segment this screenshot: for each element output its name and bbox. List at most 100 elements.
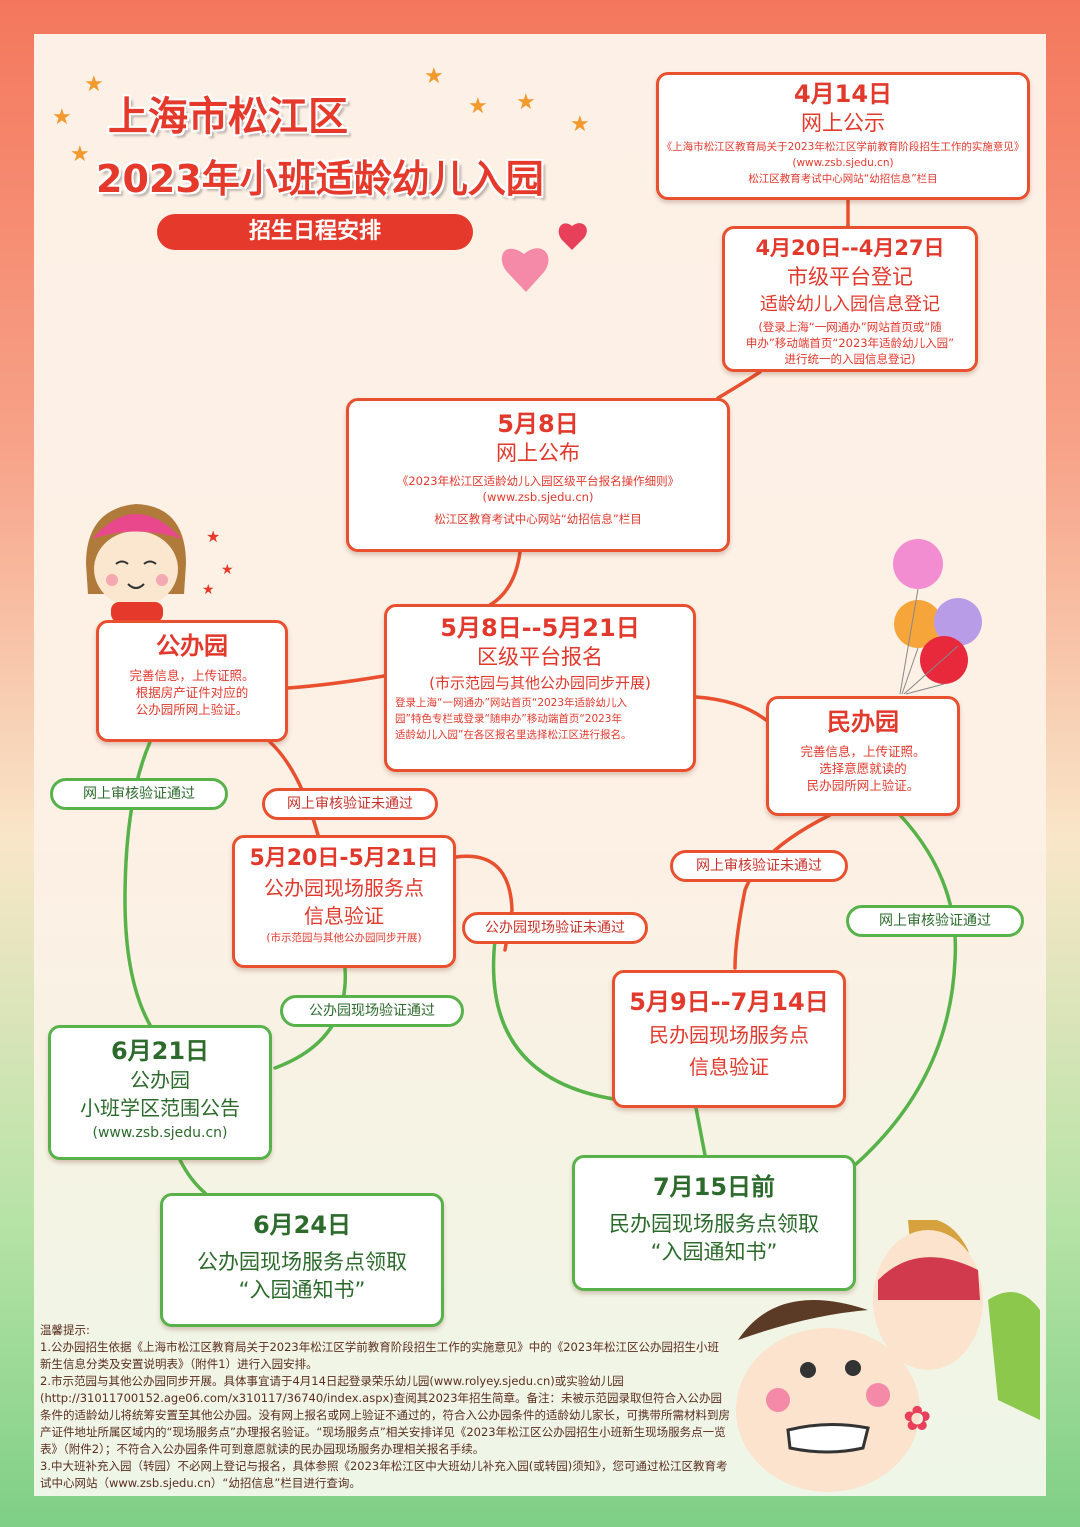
node-jun21-date: 6月21日 (110, 1037, 210, 1065)
star-icon: ★ (516, 90, 536, 115)
node-public-line1: 完善信息，上传证照。 (129, 668, 255, 683)
node-apr20-line3: 进行统一的入园信息登记) (784, 352, 916, 366)
node-apr14: 4月14日 网上公示 《上海市松江区教育局关于2023年松江区学前教育阶段招生工… (656, 72, 1030, 200)
node-apr20-subtitle: 适龄幼儿入园信息登记 (760, 294, 940, 315)
node-private-title: 民办园 (827, 708, 899, 736)
connector-jun21-jun24 (178, 1158, 207, 1195)
notes-item-3: 3.中大班补充入园（转园）不必网上登记与报名，具体参照《2023年松江区中大班幼… (40, 1459, 728, 1490)
node-apr20-date: 4月20日--4月27日 (755, 236, 945, 260)
connector-may20-may9 (454, 854, 514, 952)
node-apr20: 4月20日--4月27日 市级平台登记 适龄幼儿入园信息登记 (登录上海“一网通… (722, 226, 978, 372)
notes-item-1: 1.公办园招生依据《上海市松江区教育局关于2023年松江区学前教育阶段招生工作的… (40, 1340, 719, 1371)
label-onsite-fail: 公办园现场验证未通过 (462, 912, 648, 944)
star-icon: ★ (468, 94, 488, 119)
connector-onsitefail-jul15 (491, 938, 622, 1102)
node-may8-21-line3: 适龄幼儿入园”在各区报名里选择松江区进行报名。 (395, 729, 632, 741)
node-may8-line1: 《2023年松江区适龄幼儿入园区级平台报名操作细则》 (396, 474, 680, 488)
node-jun21-subtitle: 小班学区范围公告 (80, 1096, 240, 1120)
node-jul15-subtitle: “入园通知书” (650, 1240, 778, 1264)
node-may20-subtitle: 信息验证 (304, 904, 384, 928)
star-icon: ★ (52, 105, 72, 130)
node-may8-21: 5月8日--5月21日 区级平台报名 (市示范园与其他公办园同步开展) 登录上海… (384, 604, 696, 772)
node-may8-21-line1: 登录上海“一网通办”网站首页“2023年适龄幼儿入 (395, 697, 628, 709)
node-may8-line2: (www.zsb.sjedu.cn) (482, 490, 594, 504)
node-apr14-line2: (www.zsb.sjedu.cn) (792, 157, 894, 169)
connector-may8-may8_21 (488, 550, 522, 607)
node-apr14-line3: 松江区教育考试中心网站“幼招信息”栏目 (748, 173, 938, 185)
connector-public-may20 (268, 740, 320, 837)
label-online-pass-left: 网上审核验证通过 (50, 778, 228, 810)
node-public-title: 公办园 (156, 632, 228, 660)
balloons-icon (893, 539, 982, 695)
label-online-pass-right: 网上审核验证通过 (846, 905, 1024, 937)
node-may8-title: 网上公布 (496, 441, 580, 465)
connector-may8_21-public (286, 674, 386, 690)
star-icon: ★ (424, 64, 444, 89)
node-may8-21-title: 区级平台报名 (477, 645, 603, 669)
node-apr20-line2: 申办”移动端首页“2023年适龄幼儿入园” (745, 336, 955, 350)
node-private-line1: 完善信息，上传证照。 (800, 744, 926, 759)
node-jul15: 7月15日前 民办园现场服务点领取 “入园通知书” (572, 1155, 856, 1291)
star-icon: ★ (84, 72, 104, 97)
notes-section: 温馨提示: 1.公办园招生依据《上海市松江区教育局关于2023年松江区学前教育阶… (40, 1322, 730, 1492)
node-may9: 5月9日--7月14日 民办园现场服务点 信息验证 (612, 970, 846, 1108)
node-may8-date: 5月8日 (497, 410, 579, 438)
connector-private-may9 (733, 813, 832, 970)
hearts-icon (501, 223, 587, 292)
svg-text:✿: ✿ (903, 1399, 932, 1439)
label-online-fail-right: 网上审核验证未通过 (670, 850, 848, 882)
label-onsite-pass: 公办园现场验证通过 (280, 995, 464, 1027)
node-jul15-date: 7月15日前 (652, 1173, 776, 1201)
node-may20-title: 公办园现场服务点 (264, 876, 424, 900)
node-private: 民办园 完善信息，上传证照。 选择意愿就读的 民办园所网上验证。 (766, 696, 960, 816)
star-icon: ★ (570, 112, 590, 137)
node-jul15-title: 民办园现场服务点领取 (609, 1212, 819, 1236)
node-jun21-title: 公办园 (130, 1068, 190, 1092)
node-may9-subtitle: 信息验证 (689, 1055, 769, 1079)
node-apr14-line1: 《上海市松江区教育局关于2023年松江区学前教育阶段招生工作的实施意见》 (661, 141, 1025, 153)
node-may8-21-subtitle: (市示范园与其他公办园同步开展) (429, 674, 651, 692)
node-jun21: 6月21日 公办园 小班学区范围公告 (www.zsb.sjedu.cn) (48, 1025, 272, 1160)
svg-text:★: ★ (221, 562, 234, 578)
node-may8-21-date: 5月8日--5月21日 (440, 614, 640, 642)
title-line2: 2023年小班适龄幼儿入园 (96, 157, 544, 201)
connector-may20-jun21 (273, 966, 348, 1070)
node-jun24: 6月24日 公办园现场服务点领取 “入园通知书” (160, 1193, 444, 1327)
girl-illustration: ★ ★ ★ (86, 504, 234, 622)
node-jun21-note: (www.zsb.sjedu.cn) (92, 1125, 228, 1141)
node-may9-date: 5月9日--7月14日 (629, 988, 829, 1016)
connector-may8_21-private (694, 695, 768, 722)
node-may8-21-line2: 园”特色专栏或登录“随申办”移动端首页“2023年 (395, 713, 622, 725)
node-may20: 5月20日-5月21日 公办园现场服务点 信息验证 (市示范园与其他公办园同步开… (232, 835, 456, 968)
notes-item-2: 2.市示范园与其他公办园同步开展。具体事宜请于4月14日起登录荣乐幼儿园(www… (40, 1374, 730, 1456)
node-may8: 5月8日 网上公布 《2023年松江区适龄幼儿入园区级平台报名操作细则》 (ww… (346, 398, 730, 552)
node-public: 公办园 完善信息，上传证照。 根据房产证件对应的 公办园所网上验证。 (96, 620, 288, 742)
node-jun24-subtitle: “入园通知书” (238, 1278, 366, 1302)
label-online-fail-left: 网上审核验证未通过 (262, 788, 438, 820)
node-apr14-date: 4月14日 (793, 80, 893, 108)
connector-private-jul15 (853, 813, 958, 1167)
node-apr20-title: 市级平台登记 (787, 265, 913, 289)
node-apr20-line1: (登录上海“一网通办”网站首页或“随 (758, 320, 942, 334)
notes-heading: 温馨提示: (40, 1323, 90, 1337)
subtitle-banner: 招生日程安排 (157, 214, 473, 250)
node-may20-note: (市示范园与其他公办园同步开展) (266, 932, 422, 944)
node-private-line2: 选择意愿就读的 (819, 761, 907, 776)
node-may9-title: 民办园现场服务点 (649, 1023, 809, 1047)
kids-illustration: ✿ (736, 1220, 1040, 1492)
node-may20-date: 5月20日-5月21日 (249, 846, 439, 871)
node-public-line2: 根据房产证件对应的 (135, 685, 249, 700)
star-icon: ★ (70, 142, 90, 167)
connector-may9-jul15 (694, 1106, 707, 1157)
node-jun24-title: 公办园现场服务点领取 (197, 1250, 407, 1274)
title-line1: 上海市松江区 (108, 94, 348, 140)
node-private-line3: 民办园所网上验证。 (806, 778, 920, 793)
node-apr14-title: 网上公示 (801, 111, 885, 135)
node-jun24-date: 6月24日 (252, 1211, 352, 1239)
svg-text:★: ★ (206, 527, 220, 546)
node-may8-line3: 松江区教育考试中心网站“幼招信息”栏目 (434, 512, 642, 526)
svg-text:★: ★ (202, 582, 215, 598)
node-public-line3: 公办园所网上验证。 (135, 702, 249, 717)
connector-apr20-may8 (716, 370, 762, 400)
